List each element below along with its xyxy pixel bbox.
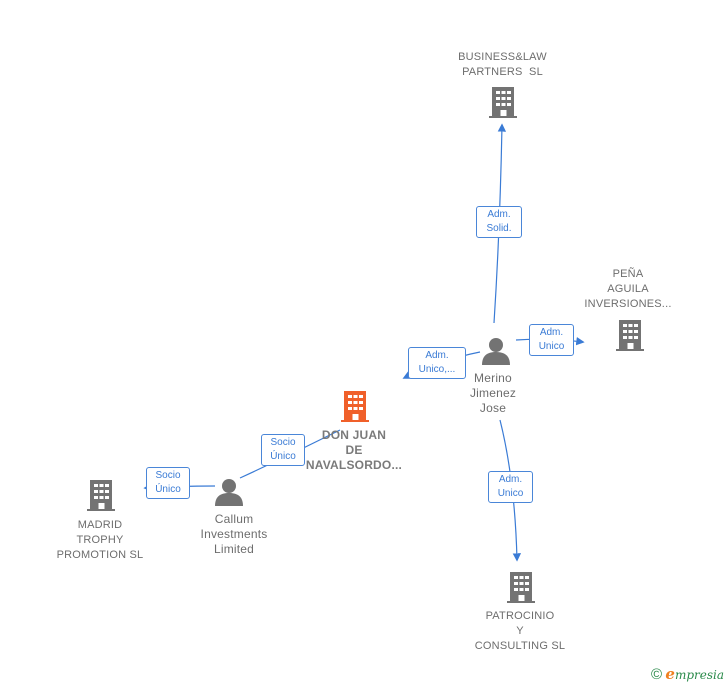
building-icon[interactable]	[507, 572, 535, 603]
node-label-callum[interactable]: Callum Investments Limited	[200, 512, 268, 556]
edge-label-merino-business[interactable]: Adm. Solid.	[476, 206, 522, 238]
edge-label-merino-patrocinio[interactable]: Adm. Unico	[488, 471, 533, 503]
copyright-icon: ©	[650, 666, 663, 683]
edge-label-callum-madrid[interactable]: Socio Único	[146, 467, 190, 499]
edge-label-merino-pena[interactable]: Adm. Unico	[529, 324, 574, 356]
empresia-watermark: © empresia	[651, 665, 724, 683]
building-icon[interactable]	[87, 480, 115, 511]
node-label-don-juan[interactable]: DON JUAN DE NAVALSORDO...	[305, 428, 403, 472]
person-icon[interactable]	[482, 338, 510, 365]
node-label-merino[interactable]: Merino Jimenez Jose	[469, 371, 517, 415]
empresia-logo: empresia	[665, 665, 724, 683]
node-label-business-law[interactable]: BUSINESS&LAW PARTNERS SL	[458, 51, 547, 78]
edge-label-merino-donjuan[interactable]: Adm. Unico,...	[408, 347, 466, 379]
node-label-madrid-trophy[interactable]: MADRID TROPHY PROMOTION SL	[56, 519, 144, 561]
building-icon[interactable]	[616, 320, 644, 351]
building-icon[interactable]	[489, 87, 517, 118]
node-label-pena-aguila[interactable]: PEÑA AGUILA INVERSIONES...	[584, 268, 672, 310]
person-icon[interactable]	[215, 479, 243, 506]
building-icon[interactable]	[341, 391, 369, 422]
node-label-patrocinio[interactable]: PATROCINIO Y CONSULTING SL	[474, 610, 566, 652]
edge-label-callum-donjuan[interactable]: Socio Único	[261, 434, 305, 466]
